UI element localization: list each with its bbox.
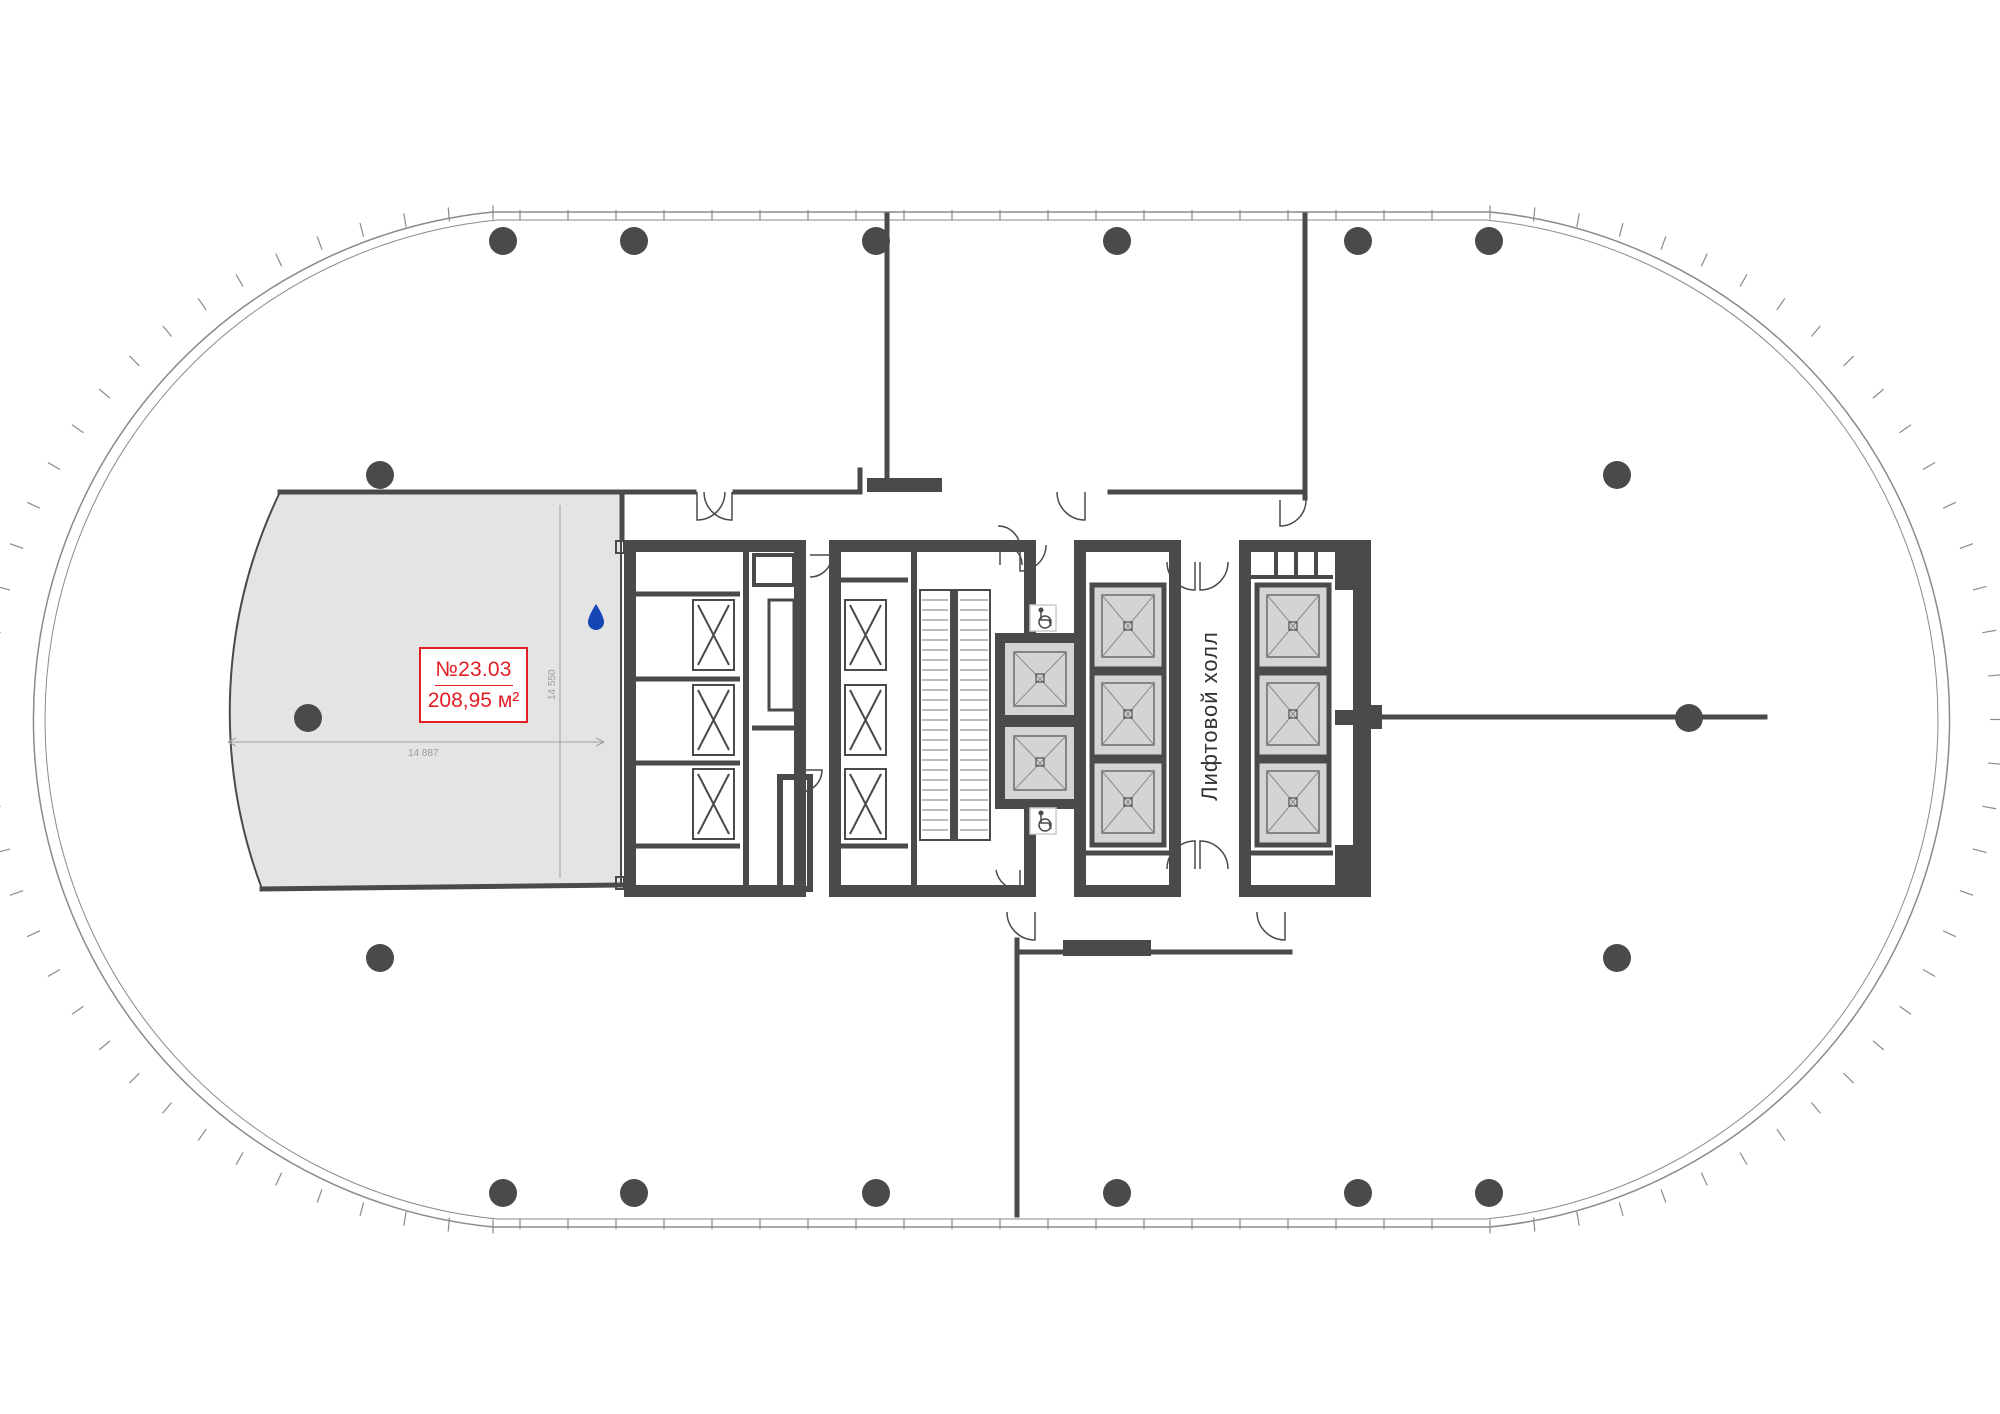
dimension-height: 14 550 xyxy=(547,669,558,700)
column-icon xyxy=(1603,944,1631,972)
elevator-icon xyxy=(1266,594,1320,658)
facade-mullions xyxy=(0,205,2000,1234)
column-icon xyxy=(862,1179,890,1207)
wheelchair-icon xyxy=(1029,604,1057,632)
lift-hall-label: Лифтовой холл xyxy=(1197,631,1222,801)
columns xyxy=(294,227,1703,1207)
column-icon xyxy=(1603,461,1631,489)
unit-label[interactable]: №23.03 208,95 м² xyxy=(419,647,528,723)
column-icon xyxy=(1675,704,1703,732)
core-left-block xyxy=(624,540,806,897)
water-drop-icon xyxy=(588,604,604,630)
unit-number: №23.03 xyxy=(435,657,512,681)
dimension-width: 14 887 xyxy=(408,748,439,759)
dimension-lines xyxy=(227,505,605,878)
elevator-icon xyxy=(1101,770,1155,834)
column-icon xyxy=(294,704,322,732)
column-icon xyxy=(862,227,890,255)
column-icon xyxy=(366,461,394,489)
column-icon xyxy=(1344,227,1372,255)
elevator-icon xyxy=(1266,682,1320,746)
elevator-icons xyxy=(1101,594,1320,834)
core-freight xyxy=(995,633,1085,809)
column-icon xyxy=(620,227,648,255)
core-left-service xyxy=(777,774,813,892)
column-icon xyxy=(1344,1179,1372,1207)
column-icon xyxy=(1103,1179,1131,1207)
column-icon xyxy=(489,227,517,255)
core-stair-shafts xyxy=(844,599,887,840)
column-icon xyxy=(489,1179,517,1207)
column-icon xyxy=(1475,1179,1503,1207)
column-icon xyxy=(1475,227,1503,255)
stair-treads xyxy=(922,599,988,831)
wheelchair-icon xyxy=(1029,807,1057,835)
elevator-icon xyxy=(1101,594,1155,658)
core-left-shafts xyxy=(692,599,735,840)
unit-area: 208,95 м² xyxy=(427,688,520,712)
elevator-icon xyxy=(1101,682,1155,746)
unit-label-divider xyxy=(434,684,513,686)
column-icon xyxy=(620,1179,648,1207)
column-icon xyxy=(366,944,394,972)
core-lift-block-b xyxy=(1239,540,1371,897)
elevator-icon xyxy=(1266,770,1320,834)
column-icon xyxy=(1103,227,1131,255)
